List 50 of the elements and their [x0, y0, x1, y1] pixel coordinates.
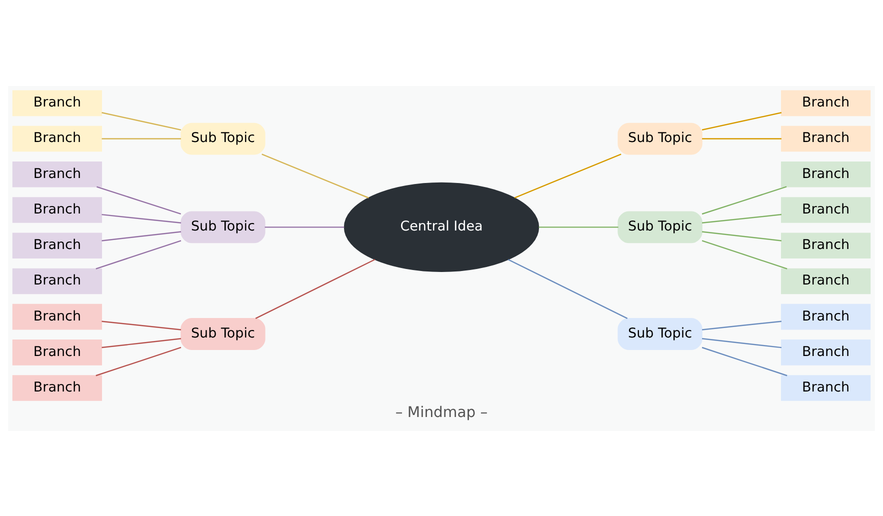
node-box: Branch: [12, 339, 102, 365]
node-box: Sub Topic: [180, 210, 266, 243]
connector: [702, 112, 782, 130]
connector: [96, 240, 182, 269]
connector: [255, 258, 376, 319]
node-box: Branch: [12, 303, 102, 330]
connector: [702, 186, 787, 214]
connector: [102, 337, 182, 348]
connector: [102, 138, 181, 139]
connector: [96, 186, 182, 214]
connector: [96, 346, 182, 376]
connector: [702, 320, 782, 330]
node-box: Branch: [12, 90, 102, 116]
node-box: Branch: [12, 125, 102, 152]
connector: [102, 112, 182, 130]
connector: [702, 138, 782, 139]
node-box: Branch: [780, 268, 871, 294]
node-box: Sub Topic: [618, 318, 702, 350]
connector: [102, 213, 182, 224]
node-box: Branch: [12, 232, 102, 258]
node-box: Branch: [780, 161, 871, 187]
node-box: Sub Topic: [618, 210, 702, 243]
node-box: Sub Topic: [180, 318, 266, 350]
connector: [102, 230, 182, 241]
node-box: Sub Topic: [618, 122, 702, 154]
node-box: Branch: [780, 232, 871, 258]
caption: – Mindmap –: [395, 404, 488, 421]
connector: [702, 213, 782, 223]
node-box: Branch: [780, 339, 871, 365]
node-box: Branch: [12, 196, 102, 222]
connector: [702, 338, 782, 348]
connector: [508, 258, 628, 318]
node-box: Branch: [12, 268, 102, 294]
node-box: Branch: [780, 90, 871, 116]
node-box: Branch: [780, 125, 871, 152]
connector: [702, 230, 782, 241]
node-box: Branch: [780, 196, 871, 222]
node-box: Branch: [780, 303, 871, 330]
connector: [514, 153, 622, 198]
node-ellipse: Central Idea: [344, 182, 540, 272]
node-box: Branch: [780, 374, 871, 400]
node-box: Sub Topic: [180, 122, 266, 154]
connector: [538, 226, 618, 228]
connector: [702, 240, 788, 269]
connector: [264, 226, 344, 228]
connector: [262, 153, 369, 198]
node-box: Branch: [12, 374, 102, 400]
node-box: Branch: [12, 161, 102, 187]
connector: [102, 320, 182, 330]
connector: [702, 346, 788, 376]
